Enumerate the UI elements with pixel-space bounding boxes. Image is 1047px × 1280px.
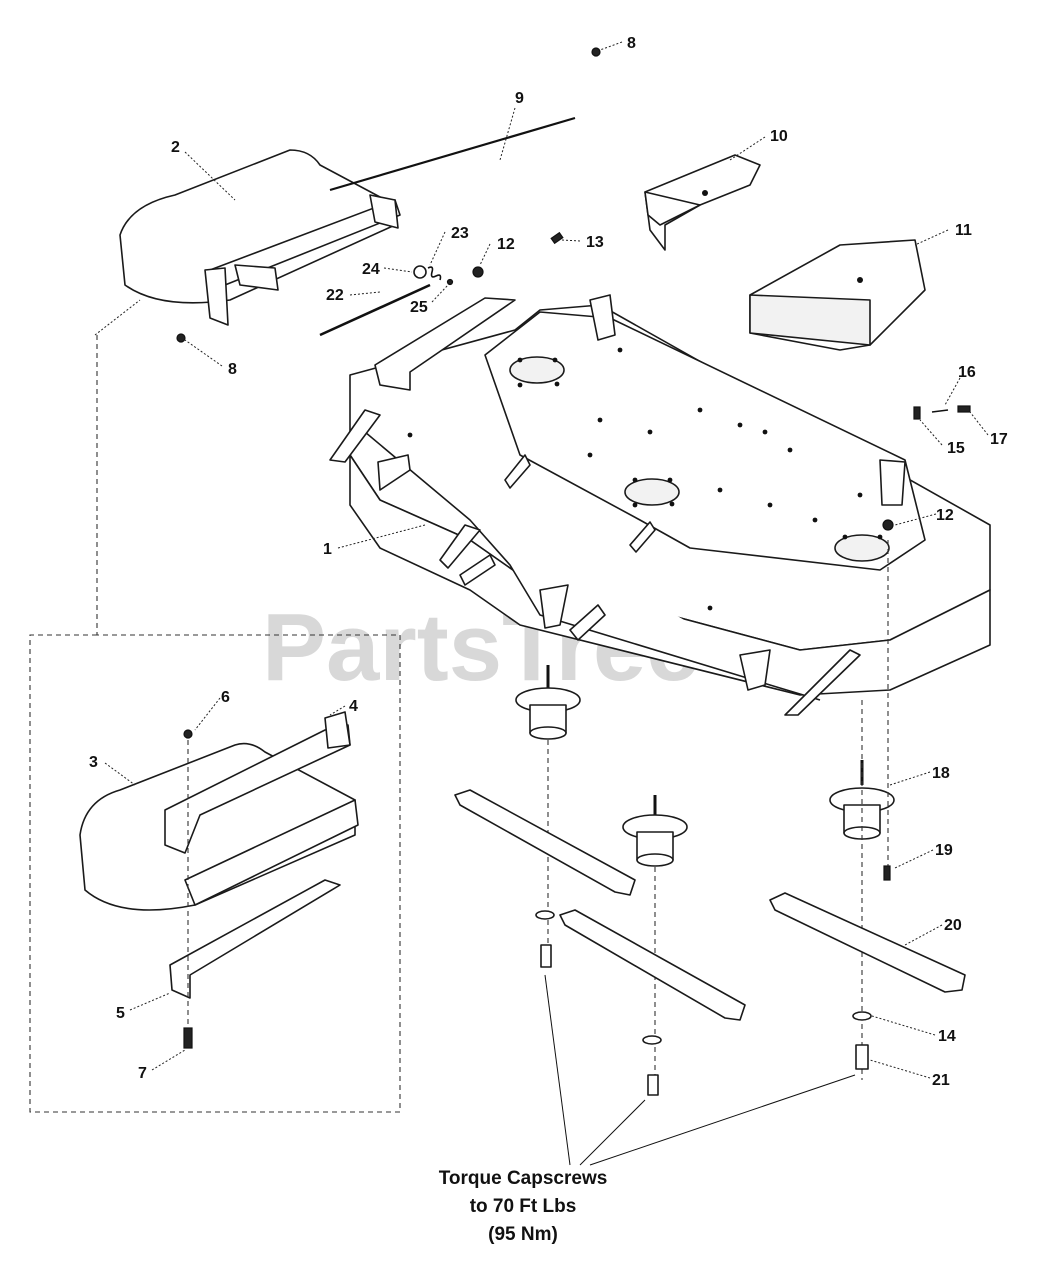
flat-washer	[413, 265, 427, 279]
callout-14: 14	[938, 1028, 956, 1045]
hairpin-clip	[931, 409, 949, 413]
inset-box-outline	[29, 335, 401, 1113]
chute-rod	[329, 116, 576, 192]
locknut-upper	[472, 266, 484, 278]
chute-mount-bracket	[374, 297, 516, 391]
callout-7: 7	[138, 1065, 147, 1082]
callout-25: 25	[410, 299, 428, 316]
torsion-spring	[427, 266, 442, 281]
discharge-chute	[119, 149, 401, 326]
blade-capscrew-left	[540, 944, 552, 968]
spindle-center	[622, 795, 688, 867]
spindle-right	[829, 760, 895, 840]
callout-23: 23	[451, 225, 469, 242]
callout-1: 1	[323, 541, 332, 558]
mulch-cover	[79, 742, 359, 911]
callout-24: 24	[362, 261, 380, 278]
blade-capscrew-right	[855, 1044, 869, 1070]
callout-3: 3	[89, 754, 98, 771]
callout-21: 21	[932, 1072, 950, 1089]
torque-note-line-2: to 70 Ft Lbs	[469, 1196, 577, 1217]
callout-9: 9	[515, 90, 524, 107]
blade-left-upper	[454, 789, 636, 896]
spindle-bolt	[883, 865, 891, 881]
carriage-bolt	[550, 231, 564, 245]
callout-15: 15	[947, 440, 965, 457]
blade-washer-center	[642, 1035, 662, 1045]
callout-12-upper: 12	[497, 236, 515, 253]
callout-18: 18	[932, 765, 950, 782]
blade-right	[769, 892, 966, 993]
callout-22: 22	[326, 287, 344, 304]
torque-note-arrows	[544, 974, 856, 1166]
callout-10: 10	[770, 128, 788, 145]
callout-8-left: 8	[228, 361, 237, 378]
hinge-rod	[319, 283, 431, 337]
torque-note-line-3: (95 Nm)	[488, 1224, 558, 1245]
clevis-pin	[913, 406, 921, 420]
blade-capscrew-center	[647, 1074, 659, 1096]
mounting-bracket-top	[164, 711, 351, 854]
hex-nut-top	[591, 47, 601, 57]
spindle-left	[515, 665, 581, 740]
callout-2: 2	[171, 139, 180, 156]
hex-nut-left	[176, 333, 186, 343]
belt-cover-small	[644, 154, 761, 251]
inset-hex-nut	[183, 729, 193, 739]
callout-5: 5	[116, 1005, 125, 1022]
callout-8-top: 8	[627, 35, 636, 52]
callout-4: 4	[349, 698, 358, 715]
callout-17: 17	[990, 431, 1008, 448]
callout-11: 11	[955, 222, 972, 239]
hitch-pin	[957, 405, 971, 413]
inset-bolt	[183, 1027, 193, 1049]
callout-16: 16	[958, 364, 976, 381]
blade-washer-right	[852, 1011, 872, 1021]
locknut-lower	[882, 519, 894, 531]
mounting-bracket-bottom	[169, 879, 341, 999]
belt-cover-large	[749, 239, 926, 351]
callout-12-lower: 12	[936, 507, 954, 524]
blade-left-lower	[559, 909, 746, 1021]
callout-19: 19	[935, 842, 953, 859]
retaining-pin	[446, 278, 454, 286]
torque-note-line-1: Torque Capscrews	[438, 1168, 608, 1189]
blade-washer-left	[535, 910, 555, 920]
callout-20: 20	[944, 917, 962, 934]
callout-13: 13	[586, 234, 604, 251]
torque-note: Torque Capscrews to 70 Ft Lbs (95 Nm)	[423, 1165, 623, 1249]
mower-deck	[329, 294, 991, 716]
callout-6: 6	[221, 689, 230, 706]
